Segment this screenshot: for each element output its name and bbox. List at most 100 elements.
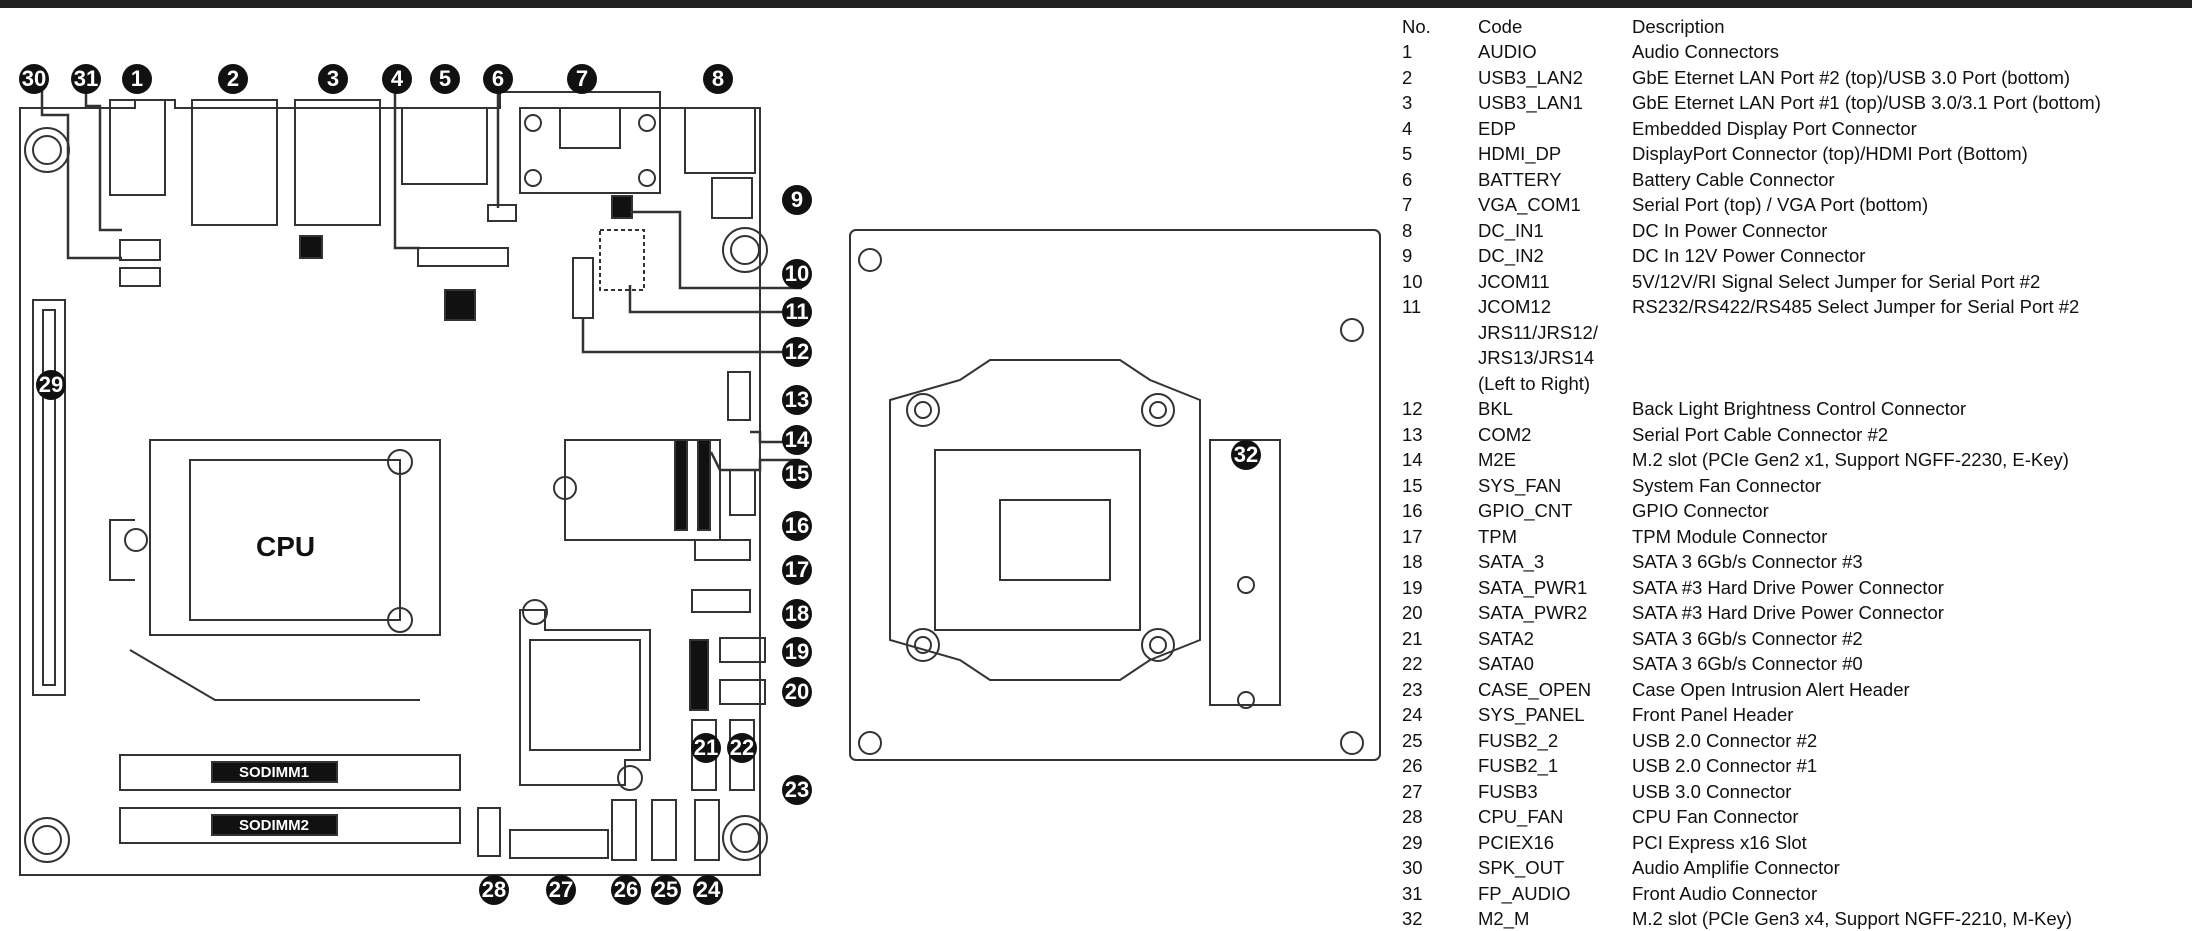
sata-pwr2-connector	[719, 679, 766, 705]
legend-no: 30	[1402, 857, 1423, 878]
legend-description: SATA 3 6Gb/s Connector #3	[1632, 551, 1863, 572]
legend-description: GPIO Connector	[1632, 500, 1769, 521]
retention-frame-view	[849, 229, 1381, 761]
legend-description: PCI Express x16 Slot	[1632, 831, 1807, 853]
legend-code: SATA2	[1478, 627, 1534, 649]
legend-code: USB3_LAN1	[1478, 92, 1583, 113]
marker-label: 26	[614, 877, 638, 902]
marker-26: 26	[611, 875, 641, 905]
audio-jack-block	[109, 99, 166, 196]
marker-label: 32	[1234, 442, 1258, 467]
legend-code: VGA_COM1	[1478, 194, 1581, 215]
legend-code: GPIO_CNT	[1478, 500, 1573, 521]
legend-no: 13	[1402, 423, 1423, 445]
marker-label: 20	[785, 679, 809, 704]
legend-description: Case Open Intrusion Alert Header	[1632, 678, 1910, 700]
legend-description: Embedded Display Port Connector	[1632, 117, 1917, 139]
marker-label: 24	[696, 877, 721, 902]
legend-code: CASE_OPEN	[1478, 678, 1592, 700]
legend-description: Back Light Brightness Control Connector	[1632, 398, 1967, 419]
chip	[444, 289, 476, 321]
legend-no: 31	[1402, 882, 1423, 904]
legend-no: 10	[1402, 270, 1423, 292]
legend-description: DC In Power Connector	[1632, 219, 1828, 241]
dc-in1-block	[684, 107, 756, 174]
legend-code: JCOM12	[1478, 296, 1551, 317]
marker-label: 9	[791, 187, 803, 212]
legend-no: 25	[1402, 729, 1423, 751]
marker-22: 22	[727, 733, 757, 763]
legend-code: SYS_FAN	[1478, 474, 1562, 496]
legend-code: BATTERY	[1478, 168, 1562, 190]
legend-no: 28	[1402, 806, 1423, 827]
legend-code: FUSB3	[1478, 780, 1538, 802]
legend-no: 23	[1402, 678, 1423, 700]
marker-20: 20	[782, 677, 812, 707]
legend-description: Serial Port (top) / VGA Port (bottom)	[1632, 194, 1929, 215]
dc-in2-connector	[711, 177, 753, 219]
marker-label: 13	[785, 387, 809, 412]
legend-code: PCIEX16	[1478, 831, 1555, 853]
marker-label: 4	[391, 66, 404, 91]
legend-no: 15	[1402, 474, 1423, 496]
marker-label: 12	[785, 339, 809, 364]
marker-8: 8	[703, 64, 733, 94]
marker-1: 1	[122, 64, 152, 94]
marker-15: 15	[782, 459, 812, 489]
legend-description: Audio Connectors	[1632, 41, 1780, 62]
legend-no: 11	[1402, 296, 1422, 317]
legend-description: RS232/RS422/RS485 Select Jumper for Seri…	[1632, 296, 2080, 317]
sata-pwr1-connector	[719, 637, 766, 663]
marker-7: 7	[567, 64, 597, 94]
marker-label: 22	[730, 735, 754, 760]
marker-3: 3	[318, 64, 348, 94]
legend-code: JRS13/JRS14	[1478, 347, 1595, 368]
legend-code: M2_M	[1478, 908, 1530, 929]
motherboard-diagram: CPU SODIMM1 SODIMM2	[19, 64, 1381, 905]
marker-16: 16	[782, 511, 812, 541]
legend-description: TPM Module Connector	[1632, 525, 1828, 547]
pciex16-slot	[32, 299, 66, 696]
legend-no: 8	[1402, 219, 1413, 241]
legend-no: 5	[1402, 143, 1413, 164]
legend-description: USB 3.0 Connector	[1632, 780, 1792, 802]
legend-code: SATA_PWR2	[1478, 602, 1588, 623]
marker-label: 30	[22, 66, 46, 91]
marker-9: 9	[782, 185, 812, 215]
legend-no: 4	[1402, 117, 1413, 139]
legend-no: 2	[1402, 66, 1413, 88]
top-bar	[0, 0, 2192, 8]
legend-description: Audio Amplifie Connector	[1632, 857, 1840, 878]
legend-no: 17	[1402, 525, 1423, 547]
marker-6: 6	[483, 64, 513, 94]
marker-label: 18	[785, 601, 809, 626]
legend-description: Serial Port Cable Connector #2	[1632, 423, 1889, 445]
marker-19: 19	[782, 637, 812, 667]
marker-label: 14	[785, 427, 810, 452]
audio-header	[119, 239, 161, 287]
legend-no: 29	[1402, 831, 1423, 853]
legend-description: SATA 3 6Gb/s Connector #0	[1632, 653, 1863, 674]
marker-21: 21	[691, 733, 721, 763]
leader-lines	[40, 78, 802, 472]
marker-label: 25	[654, 877, 678, 902]
marker-24: 24	[693, 875, 723, 905]
marker-25: 25	[651, 875, 681, 905]
marker-label: 6	[492, 66, 504, 91]
marker-2: 2	[218, 64, 248, 94]
marker-14: 14	[782, 425, 812, 455]
marker-label: 28	[482, 877, 506, 902]
fusb3-header	[509, 829, 609, 859]
legend-code: FUSB2_2	[1478, 729, 1559, 751]
sys-panel-header	[694, 799, 720, 861]
marker-label: 23	[785, 777, 809, 802]
marker-11: 11	[782, 297, 812, 327]
legend-description: Battery Cable Connector	[1632, 168, 1835, 190]
sys-fan-connector	[729, 469, 756, 516]
legend-no: 12	[1402, 398, 1423, 419]
marker-label: 21	[694, 735, 718, 760]
marker-29: 29	[36, 370, 66, 400]
marker-label: 2	[227, 66, 239, 91]
m2m-slot	[1209, 439, 1281, 706]
